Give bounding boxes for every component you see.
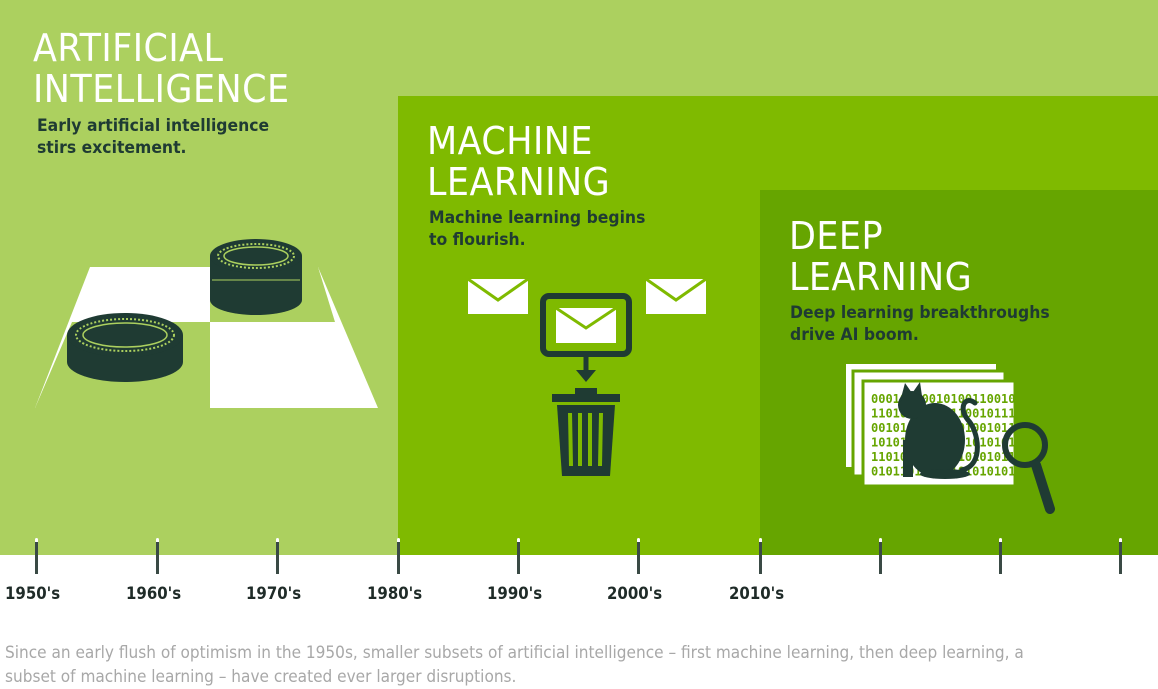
timeline-tick: [397, 538, 400, 574]
timeline-label: 1990's: [487, 584, 543, 604]
timeline-label: 2000's: [607, 584, 663, 604]
timeline-tick: [1119, 538, 1122, 574]
timeline-label: 1970's: [246, 584, 302, 604]
timeline-tick: [517, 538, 520, 574]
timeline-tick: [156, 538, 159, 574]
timeline-label: 1960's: [126, 584, 182, 604]
timeline-label: 1950's: [5, 584, 61, 604]
caption: Since an early flush of optimism in the …: [5, 643, 1024, 686]
timeline-tick: [879, 538, 882, 574]
timeline-tick: [276, 538, 279, 574]
timeline-label: 2010's: [729, 584, 785, 604]
timeline-tick: [999, 538, 1002, 574]
timeline-label: 1980's: [367, 584, 423, 604]
timeline-tick: [35, 538, 38, 574]
timeline-tick: [759, 538, 762, 574]
timeline-tick: [637, 538, 640, 574]
